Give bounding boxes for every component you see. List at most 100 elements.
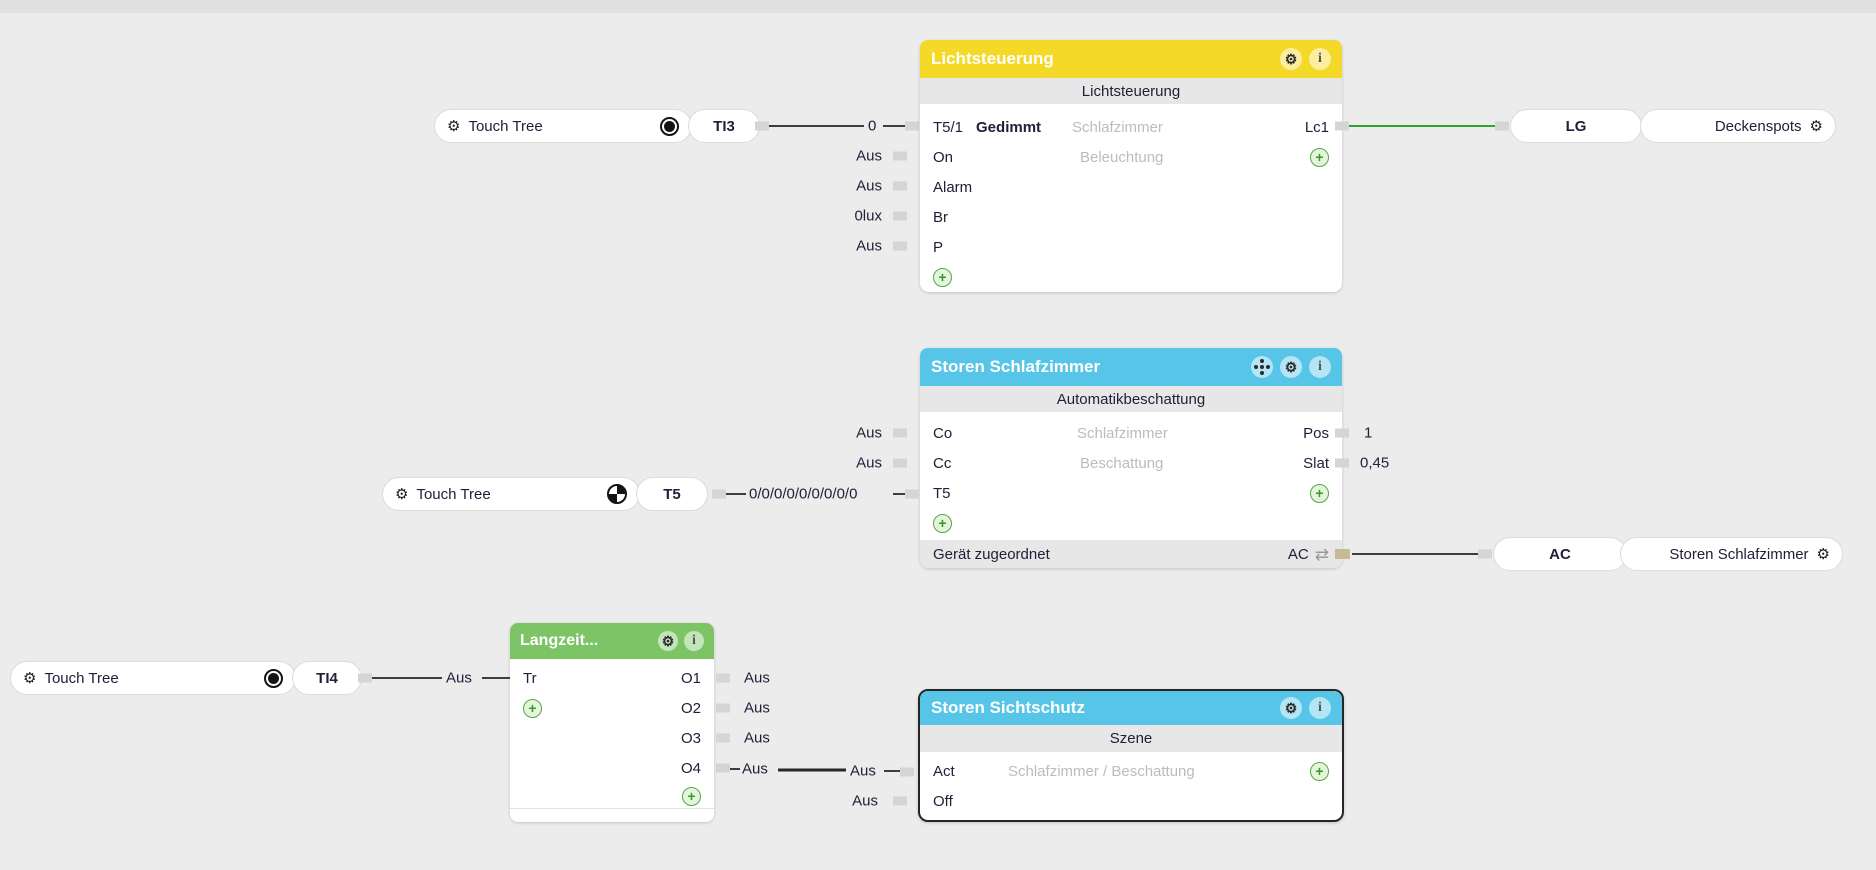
add-output-button[interactable]: + bbox=[1310, 483, 1329, 503]
output-port[interactable] bbox=[1335, 428, 1349, 438]
block-storen-schlafzimmer[interactable]: Storen Schlafzimmer ⚙ i Automatikbeschat… bbox=[920, 348, 1342, 568]
output-value: 0,45 bbox=[1360, 454, 1390, 472]
swap-arrows-icon[interactable]: ⇄ bbox=[1314, 544, 1329, 564]
input-port[interactable] bbox=[905, 489, 919, 499]
block-langzeit[interactable]: Langzeit... ⚙ i Tr O1 + O2 O3 O4 + bbox=[510, 623, 714, 822]
input-port[interactable] bbox=[893, 428, 907, 438]
wire-o4-to-act[interactable] bbox=[730, 768, 740, 770]
source-port-ti4[interactable]: TI4 bbox=[292, 661, 362, 695]
info-icon[interactable]: i bbox=[684, 631, 704, 651]
actuator-capsule-storen-schlafzimmer[interactable]: Storen Schlafzimmer ⚙ bbox=[1620, 537, 1843, 571]
wire-ti3-to-licht[interactable] bbox=[883, 125, 908, 127]
block-header[interactable]: Langzeit... ⚙ i bbox=[510, 623, 714, 659]
output-value: Aus bbox=[744, 669, 770, 687]
block-storen-sichtschutz[interactable]: Storen Sichtschutz ⚙ i Szene Act Schlafz… bbox=[918, 689, 1344, 822]
input-port[interactable] bbox=[893, 211, 907, 221]
wire-ti3-to-licht[interactable] bbox=[769, 125, 864, 127]
add-output-button[interactable]: + bbox=[1310, 147, 1329, 167]
wire-t5-to-storen[interactable] bbox=[893, 493, 909, 495]
info-icon[interactable]: i bbox=[1309, 48, 1331, 70]
port-label: LG bbox=[1565, 117, 1587, 135]
device-port[interactable] bbox=[1335, 549, 1350, 559]
gear-icon[interactable]: ⚙ bbox=[23, 670, 37, 687]
actuator-capsule-deckenspots[interactable]: Deckenspots ⚙ bbox=[1640, 109, 1836, 143]
block-header[interactable]: Storen Sichtschutz ⚙ i bbox=[920, 691, 1342, 725]
block-subtitle: Automatikbeschattung bbox=[920, 386, 1342, 412]
output-port[interactable] bbox=[755, 121, 769, 131]
wire-ac-to-actuator[interactable] bbox=[1352, 553, 1480, 555]
source-capsule-touch-tree-ti3[interactable]: ⚙ Touch Tree bbox=[434, 109, 692, 143]
device-assignment-footer[interactable]: Gerät zugeordnet AC ⇄ bbox=[920, 540, 1342, 568]
output-port[interactable] bbox=[358, 673, 372, 683]
footer-label: Gerät zugeordnet bbox=[933, 545, 1050, 563]
wire-t5-to-storen[interactable] bbox=[726, 493, 746, 495]
input-label: Cc bbox=[933, 454, 952, 472]
info-icon[interactable]: i bbox=[1309, 697, 1331, 719]
wire-ti4-to-langzeit[interactable] bbox=[372, 677, 442, 679]
input-value: Aus bbox=[856, 237, 882, 255]
input-port[interactable] bbox=[893, 181, 907, 191]
input-port[interactable] bbox=[893, 151, 907, 161]
wire-value: 0/0/0/0/0/0/0/0/0 bbox=[749, 485, 858, 503]
input-value: Aus bbox=[856, 424, 882, 442]
source-capsule-touch-tree-ti4[interactable]: ⚙ Touch Tree bbox=[10, 661, 296, 695]
add-output-button[interactable]: + bbox=[1310, 761, 1329, 781]
block-lichtsteuerung[interactable]: Lichtsteuerung ⚙ i Lichtsteuerung T5/1 G… bbox=[920, 40, 1342, 292]
gear-icon[interactable]: ⚙ bbox=[447, 118, 461, 135]
gear-icon[interactable]: ⚙ bbox=[1280, 48, 1302, 70]
port-label: TI3 bbox=[713, 117, 735, 135]
gear-icon[interactable]: ⚙ bbox=[1280, 356, 1302, 378]
output-port[interactable] bbox=[1335, 458, 1349, 468]
gear-icon[interactable]: ⚙ bbox=[1816, 546, 1830, 563]
input-port[interactable] bbox=[893, 796, 907, 806]
input-port[interactable] bbox=[1478, 549, 1492, 559]
wire-value: 0 bbox=[868, 117, 877, 135]
room-label: Schlafzimmer bbox=[1077, 424, 1168, 442]
actuator-port-ac[interactable]: AC bbox=[1493, 537, 1627, 571]
gear-icon[interactable]: ⚙ bbox=[658, 631, 678, 651]
block-header[interactable]: Storen Schlafzimmer ⚙ i bbox=[920, 348, 1342, 386]
port-label: AC bbox=[1549, 545, 1571, 563]
wire-ti4-to-langzeit[interactable] bbox=[482, 677, 510, 679]
wire-value: Aus bbox=[446, 669, 472, 687]
gear-icon[interactable]: ⚙ bbox=[395, 486, 409, 503]
output-port[interactable] bbox=[716, 763, 730, 773]
add-input-button[interactable]: + bbox=[523, 698, 542, 718]
add-input-button[interactable]: + bbox=[933, 267, 952, 287]
gear-icon[interactable]: ⚙ bbox=[1280, 697, 1302, 719]
gear-icon[interactable]: ⚙ bbox=[1809, 118, 1823, 135]
output-port[interactable] bbox=[716, 703, 730, 713]
wire-lc1-to-lg[interactable] bbox=[1349, 125, 1497, 127]
output-port[interactable] bbox=[712, 489, 726, 499]
info-icon[interactable]: i bbox=[1309, 356, 1331, 378]
add-output-button[interactable]: + bbox=[682, 786, 701, 806]
output-port[interactable] bbox=[716, 733, 730, 743]
input-port[interactable] bbox=[1495, 121, 1509, 131]
actuator-port-lg[interactable]: LG bbox=[1510, 109, 1642, 143]
source-capsule-touch-tree-t5[interactable]: ⚙ Touch Tree bbox=[382, 477, 640, 511]
input-label: Alarm bbox=[933, 178, 973, 196]
device-pairing-icon[interactable] bbox=[1251, 356, 1273, 378]
input-port[interactable] bbox=[893, 241, 907, 251]
input-port[interactable] bbox=[900, 767, 914, 777]
wire-o4-to-act[interactable] bbox=[778, 768, 846, 772]
source-port-t5[interactable]: T5 bbox=[636, 477, 708, 511]
input-label: Act bbox=[933, 762, 955, 780]
output-port[interactable] bbox=[1335, 121, 1349, 131]
input-label: Br bbox=[933, 208, 948, 226]
wire-o4-to-act[interactable] bbox=[884, 770, 904, 772]
output-label: Pos bbox=[1303, 424, 1329, 442]
add-input-button[interactable]: + bbox=[933, 513, 952, 533]
block-footer bbox=[510, 808, 714, 822]
input-port[interactable] bbox=[893, 458, 907, 468]
input-value: Aus bbox=[856, 177, 882, 195]
block-header[interactable]: Lichtsteuerung ⚙ i bbox=[920, 40, 1342, 78]
wire-value: Aus bbox=[850, 762, 876, 780]
input-value: 0lux bbox=[854, 207, 882, 225]
input-port[interactable] bbox=[905, 121, 919, 131]
output-port[interactable] bbox=[716, 673, 730, 683]
input-label: On bbox=[933, 148, 954, 166]
output-label: O3 bbox=[680, 729, 701, 747]
source-port-ti3[interactable]: TI3 bbox=[688, 109, 760, 143]
